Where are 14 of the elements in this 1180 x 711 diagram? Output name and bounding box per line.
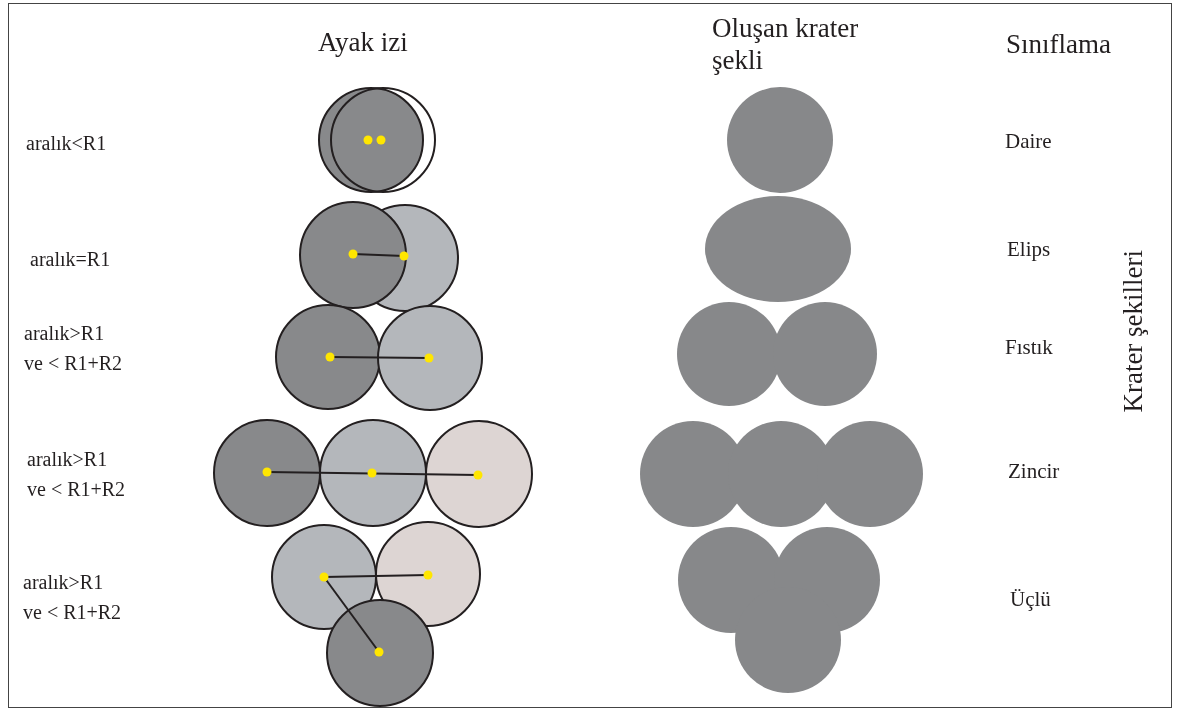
class-label: Fıstık bbox=[1005, 334, 1053, 361]
condition-label: aralık>R1 ve < R1+R2 bbox=[24, 321, 124, 376]
column-heading: Sınıflama bbox=[1006, 28, 1111, 61]
condition-label: aralık>R1 ve < R1+R2 bbox=[23, 570, 123, 625]
column-heading: Ayak izi bbox=[318, 26, 408, 59]
class-label: Üçlü bbox=[1010, 586, 1051, 613]
axis-label: Krater şekilleri bbox=[1116, 248, 1149, 415]
class-label: Elips bbox=[1007, 236, 1051, 263]
condition-label: aralık=R1 bbox=[30, 247, 111, 272]
column-heading: Oluşan krater şekli bbox=[712, 12, 860, 76]
condition-label: aralık>R1 ve < R1+R2 bbox=[27, 447, 127, 502]
condition-label: aralık<R1 bbox=[26, 131, 107, 156]
class-label: Zincir bbox=[1008, 458, 1060, 485]
class-label: Daire bbox=[1005, 128, 1052, 155]
